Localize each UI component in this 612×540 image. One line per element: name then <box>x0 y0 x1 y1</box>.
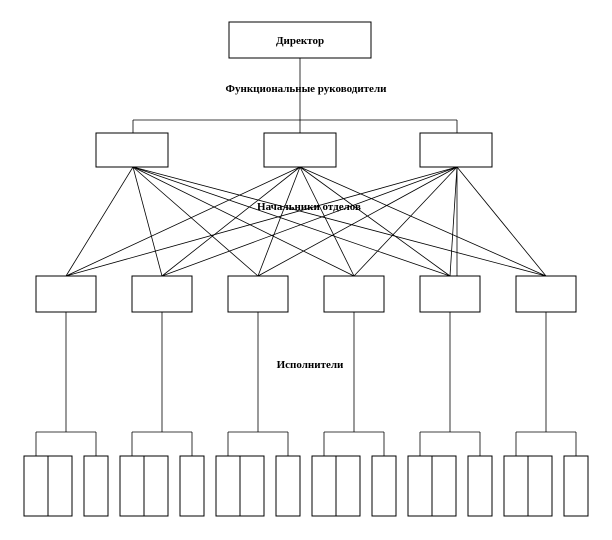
functional-managers-label: Функциональные руководители <box>226 83 388 95</box>
executor-box <box>143 455 169 517</box>
executor-box <box>431 455 457 517</box>
director-box <box>228 21 372 59</box>
mesh-line <box>132 166 163 277</box>
mesh-line <box>132 166 259 277</box>
mesh-line <box>65 166 458 277</box>
functional-to-heads-mesh <box>65 166 547 277</box>
functional-manager-box <box>263 132 337 168</box>
mesh-line <box>161 166 301 277</box>
executor-box <box>407 455 433 517</box>
mesh-line <box>65 166 301 277</box>
mesh-line <box>449 166 458 277</box>
executor-box <box>179 455 205 517</box>
executor-connectors <box>35 312 577 456</box>
mesh-line <box>161 166 458 277</box>
mesh-line <box>299 166 451 277</box>
department-head-box <box>515 275 577 313</box>
mesh-line <box>132 166 451 277</box>
department-head-box <box>419 275 481 313</box>
mesh-line <box>299 166 547 277</box>
mesh-line <box>65 166 134 277</box>
department-heads-label: Начальники отделов <box>257 201 361 213</box>
executor-box <box>275 455 301 517</box>
executor-box <box>311 455 337 517</box>
executor-box <box>23 455 49 517</box>
department-head-box <box>35 275 97 313</box>
executor-box <box>503 455 529 517</box>
department-head-box <box>323 275 385 313</box>
connector-lines <box>132 58 458 133</box>
executor-box <box>83 455 109 517</box>
mesh-line <box>257 166 301 277</box>
executor-box <box>215 455 241 517</box>
executors-label: Исполнители <box>277 359 344 371</box>
department-heads <box>35 275 577 313</box>
executor-box <box>563 455 589 517</box>
executor-box <box>119 455 145 517</box>
executor-box <box>527 455 553 517</box>
department-head-box <box>131 275 193 313</box>
functional-manager-box <box>419 132 493 168</box>
mesh-line <box>353 166 458 277</box>
executor-box <box>467 455 493 517</box>
executors <box>23 455 589 517</box>
executor-box <box>371 455 397 517</box>
department-head-box <box>227 275 289 313</box>
mesh-line <box>132 166 547 277</box>
mesh-line <box>257 166 458 277</box>
executor-box <box>47 455 73 517</box>
mesh-line <box>299 166 355 277</box>
functional-manager-box <box>95 132 169 168</box>
mesh-line <box>132 166 355 277</box>
director-label: Директор <box>276 35 324 47</box>
mesh-line <box>456 166 547 277</box>
executor-box <box>335 455 361 517</box>
executor-box <box>239 455 265 517</box>
functional-managers <box>95 132 493 168</box>
